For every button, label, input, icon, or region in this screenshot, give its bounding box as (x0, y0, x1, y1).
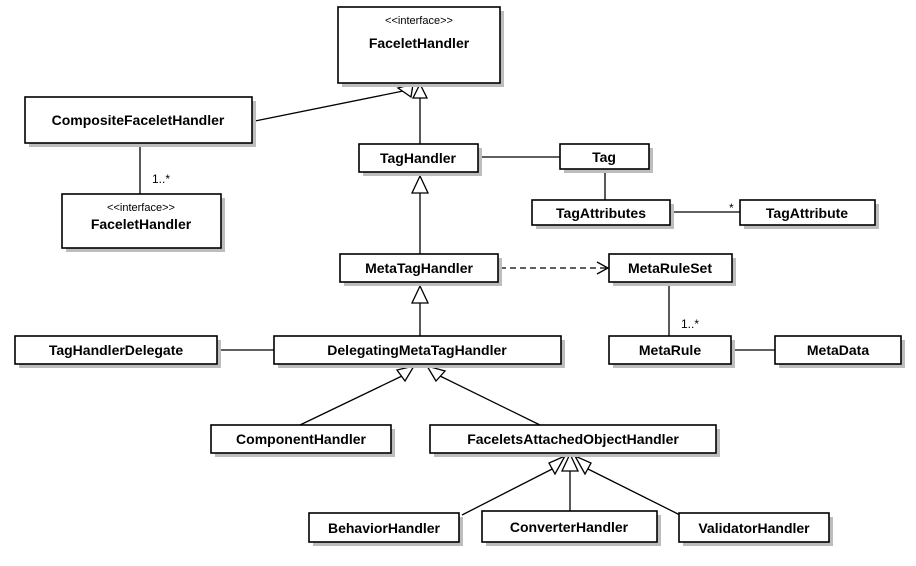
class-facelethandler-top: <<interface>> FaceletHandler (337, 6, 504, 87)
class-name: TagHandlerDelegate (49, 342, 184, 358)
class-name: MetaData (807, 342, 869, 358)
class-metadata: MetaData (774, 335, 905, 368)
class-name: Tag (592, 149, 616, 165)
multiplicity-tag-attribute: * (729, 201, 734, 215)
class-metarule: MetaRule (608, 335, 735, 368)
class-tagattribute: TagAttribute (739, 199, 879, 229)
validator-to-attachedobject-line (579, 464, 681, 516)
componenthandler-to-delegating-line (299, 375, 403, 426)
class-componenthandler: ComponentHandler (210, 424, 395, 457)
class-name: ComponentHandler (236, 431, 366, 447)
inherit-triangle-attachedobject (425, 364, 447, 383)
class-name: CompositeFaceletHandler (52, 112, 225, 128)
multiplicity-meta-rules: 1..* (681, 317, 699, 331)
inherit-triangle-validator (573, 454, 592, 476)
class-converterhandler: ConverterHandler (481, 510, 661, 546)
class-compositefacelethandler: CompositeFaceletHandler (24, 96, 256, 147)
stereotype-label: <<interface>> (385, 15, 453, 27)
class-validatorhandler: ValidatorHandler (678, 512, 833, 546)
class-name: MetaRule (639, 342, 701, 358)
stereotype-label: <<interface>> (107, 202, 175, 214)
class-name: MetaRuleSet (628, 260, 712, 276)
class-name: TagHandler (380, 150, 457, 166)
inherit-triangle-delegating (410, 284, 430, 304)
multiplicity-composite-children: 1..* (152, 172, 170, 186)
class-name: TagAttribute (766, 205, 848, 221)
composite-to-facelethandler-line (254, 88, 414, 122)
class-tag: Tag (559, 143, 653, 173)
class-metataghandler: MetaTagHandler (339, 253, 502, 286)
generalization-arrows (395, 82, 592, 476)
class-tagattributes: TagAttributes (531, 199, 674, 229)
class-name: FaceletHandler (91, 216, 192, 232)
inherit-triangle-behavior (548, 454, 567, 476)
class-metaruleset: MetaRuleSet (608, 253, 736, 286)
class-name: FaceletHandler (369, 35, 470, 51)
class-name: FaceletsAttachedObjectHandler (467, 431, 679, 447)
class-name: BehaviorHandler (328, 520, 441, 536)
class-name: ValidatorHandler (698, 520, 810, 536)
class-taghandlerdelegate: TagHandlerDelegate (14, 335, 221, 368)
inherit-triangle-componenthandler (395, 365, 416, 383)
dependency-arrow-head (596, 261, 610, 275)
class-taghandler: TagHandler (358, 143, 482, 176)
class-behaviorhandler: BehaviorHandler (308, 512, 463, 546)
class-faceletsattachedobjecthandler: FaceletsAttachedObjectHandler (429, 424, 720, 457)
behavior-to-attachedobject-line (461, 464, 561, 516)
class-facelethandler-child: <<interface>> FaceletHandler (61, 193, 225, 252)
attachedobject-to-delegating-line (439, 375, 541, 426)
inherit-triangle-taghandler (411, 82, 429, 99)
class-name: TagAttributes (556, 205, 646, 221)
inherit-triangle-metataghandler (410, 174, 430, 194)
connectors (139, 88, 775, 516)
inherit-triangle-converter (560, 452, 580, 472)
class-name: DelegatingMetaTagHandler (327, 342, 507, 358)
class-name: ConverterHandler (510, 519, 629, 535)
class-name: MetaTagHandler (365, 260, 473, 276)
class-delegatingmetataghandler: DelegatingMetaTagHandler (273, 335, 565, 368)
